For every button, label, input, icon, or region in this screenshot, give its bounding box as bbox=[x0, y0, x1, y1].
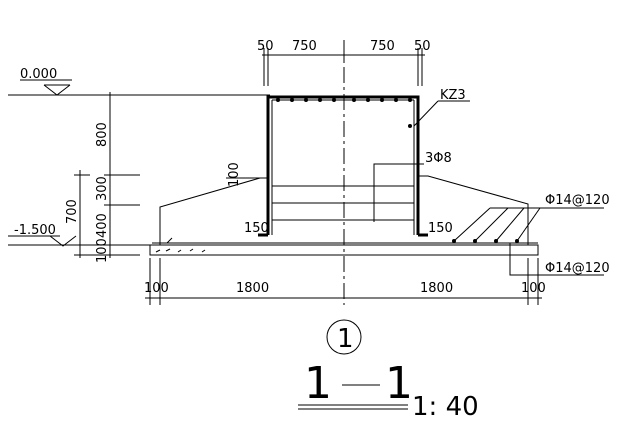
top-dimensions: 50 750 750 50 bbox=[257, 39, 431, 86]
dim-bottom-100-right: 100 bbox=[521, 281, 546, 296]
column-label: KZ3 bbox=[440, 88, 466, 103]
left-dimensions: 800 300 400 700 100 100 bbox=[65, 92, 242, 263]
stirrup-label: 3Φ8 bbox=[425, 151, 452, 166]
section-title: 1 1 1: 40 bbox=[298, 358, 479, 422]
base-slab bbox=[149, 244, 539, 256]
dim-100-a: 100 bbox=[95, 238, 110, 263]
dim-bottom-100-left: 100 bbox=[144, 281, 169, 296]
dim-400: 400 bbox=[95, 213, 110, 238]
elevation-top-label: 0.000 bbox=[20, 67, 57, 82]
section-scale: 1: 40 bbox=[412, 392, 479, 422]
section-left-number: 1 bbox=[304, 358, 332, 409]
dim-300: 300 bbox=[95, 176, 110, 201]
top-mesh-label: Φ14@120 bbox=[545, 193, 610, 208]
dim-top-750-right: 750 bbox=[370, 39, 395, 54]
dim-bottom-1800-right: 1800 bbox=[420, 281, 453, 296]
elevation-marker-bottom: -1.500 bbox=[8, 223, 77, 247]
svg-text:1: 1 bbox=[337, 324, 354, 354]
bottom-dimensions: 100 1800 1800 100 bbox=[144, 258, 546, 305]
stirrups bbox=[272, 163, 424, 222]
dim-700: 700 bbox=[65, 199, 80, 224]
dim-top-50-left: 50 bbox=[257, 39, 274, 54]
bottom-rebar bbox=[452, 207, 604, 276]
corner-150-left: 150 bbox=[244, 221, 269, 236]
detail-marker: 1 bbox=[326, 319, 362, 355]
column-outline bbox=[266, 95, 420, 235]
dim-800: 800 bbox=[95, 122, 110, 147]
dim-100-b: 100 bbox=[227, 162, 242, 187]
dim-top-50-right: 50 bbox=[414, 39, 431, 54]
column-rebar-dots bbox=[276, 98, 412, 128]
bottom-mesh-label: Φ14@120 bbox=[545, 261, 610, 276]
elevation-marker-top: 0.000 bbox=[20, 67, 72, 96]
slab-hatch bbox=[155, 237, 206, 253]
section-right-number: 1 bbox=[385, 358, 413, 409]
dim-bottom-1800-left: 1800 bbox=[236, 281, 269, 296]
corner-150-right: 150 bbox=[428, 221, 453, 236]
dim-top-750-left: 750 bbox=[292, 39, 317, 54]
elevation-bottom-label: -1.500 bbox=[14, 223, 56, 238]
